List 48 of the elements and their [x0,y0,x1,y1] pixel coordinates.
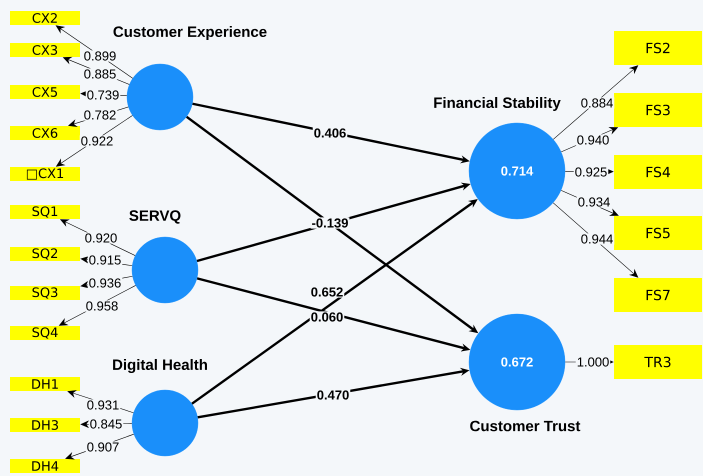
edge-label: 1.000 [576,356,610,368]
construct-label: Digital Health [113,358,207,374]
indicator-box: FS7 [614,278,702,312]
arrow [553,65,638,140]
edge-label: 0.944 [580,233,614,245]
indicator-box: TR3 [614,345,702,379]
edge-label: 0.907 [86,441,120,453]
edge-label: -0.139 [310,217,350,229]
edge-label: 0.899 [82,50,118,62]
edge-label: 0.406 [312,127,348,139]
indicator-box: CX6 [10,126,80,140]
edge-label: 0.782 [82,109,118,121]
indicator-box: FS2 [614,31,702,65]
edge-label: 0.739 [86,89,120,101]
construct-label: Customer Experience [114,26,267,40]
edge-label: 0.845 [88,418,124,430]
indicator-box: FS4 [614,155,702,189]
arrow [552,202,638,278]
indicator-box: SQ2 [10,247,80,261]
indicator-box: CX5 [10,85,80,99]
indicator-box: CX2 [10,11,80,25]
indicator-box: □CX1 [10,167,80,181]
indicator-box: SQ3 [10,286,80,300]
edge-label: 0.925 [574,166,608,178]
indicator-box: SQ4 [10,326,80,340]
edge-label: 0.940 [576,134,610,146]
indicator-box: DH1 [10,377,80,391]
edge-label: 0.931 [86,399,120,411]
indicator-box: DH3 [10,418,80,432]
edge-label: 0.915 [88,254,122,266]
edge-label: 0.934 [576,196,612,208]
edge-label: 0.920 [84,232,118,244]
indicator-box: SQ1 [10,205,80,219]
edge-label: 0.470 [316,389,350,401]
edge-label: 0.060 [310,311,344,323]
indicator-box: CX3 [10,43,80,57]
edge-label: 0.884 [580,97,614,109]
indicator-box: FS5 [614,216,702,250]
edge-label: 0.922 [80,135,114,147]
edge-label: 0.958 [84,300,120,312]
indicator-box: DH4 [10,459,80,473]
edge-label: 0.652 [310,286,344,298]
construct-label: SERVQ [129,210,180,224]
edge-label: 0.936 [88,277,122,289]
construct-label: Financial Stability [434,97,561,111]
edge-label: 0.885 [82,68,118,80]
construct-label: Customer Trust [470,420,580,432]
indicator-box: FS3 [614,93,702,127]
